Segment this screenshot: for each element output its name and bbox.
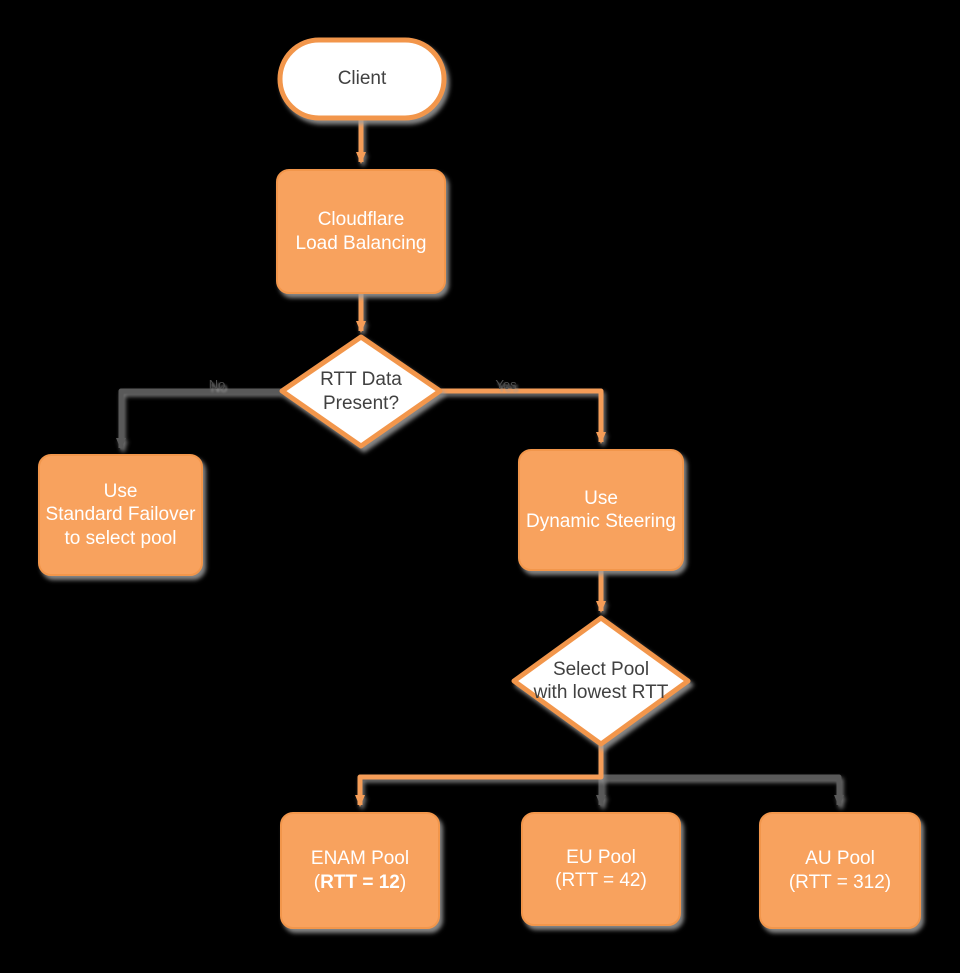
client-node-shape: [277, 37, 447, 121]
edge-select-pool-to-au-pool: [601, 774, 844, 807]
enam-pool-node-shape: [280, 812, 440, 929]
rtt-decision-diamond-shape: [279, 334, 443, 449]
au-pool-node-shape: [759, 812, 921, 929]
eu-pool-node-shape: [521, 812, 681, 926]
standard-failover-node-shape: [38, 454, 203, 576]
edge-rtt-decision-to-dynamic-steering: [440, 388, 606, 444]
edge-select-pool-to-enam-pool: [355, 744, 604, 807]
dynamic-steering-node-shape: [518, 449, 684, 571]
select-pool-diamond-shape: [511, 615, 691, 747]
load-balancer-node-shape: [276, 169, 446, 294]
edge-rtt-decision-to-standard-failover: [116, 388, 282, 450]
